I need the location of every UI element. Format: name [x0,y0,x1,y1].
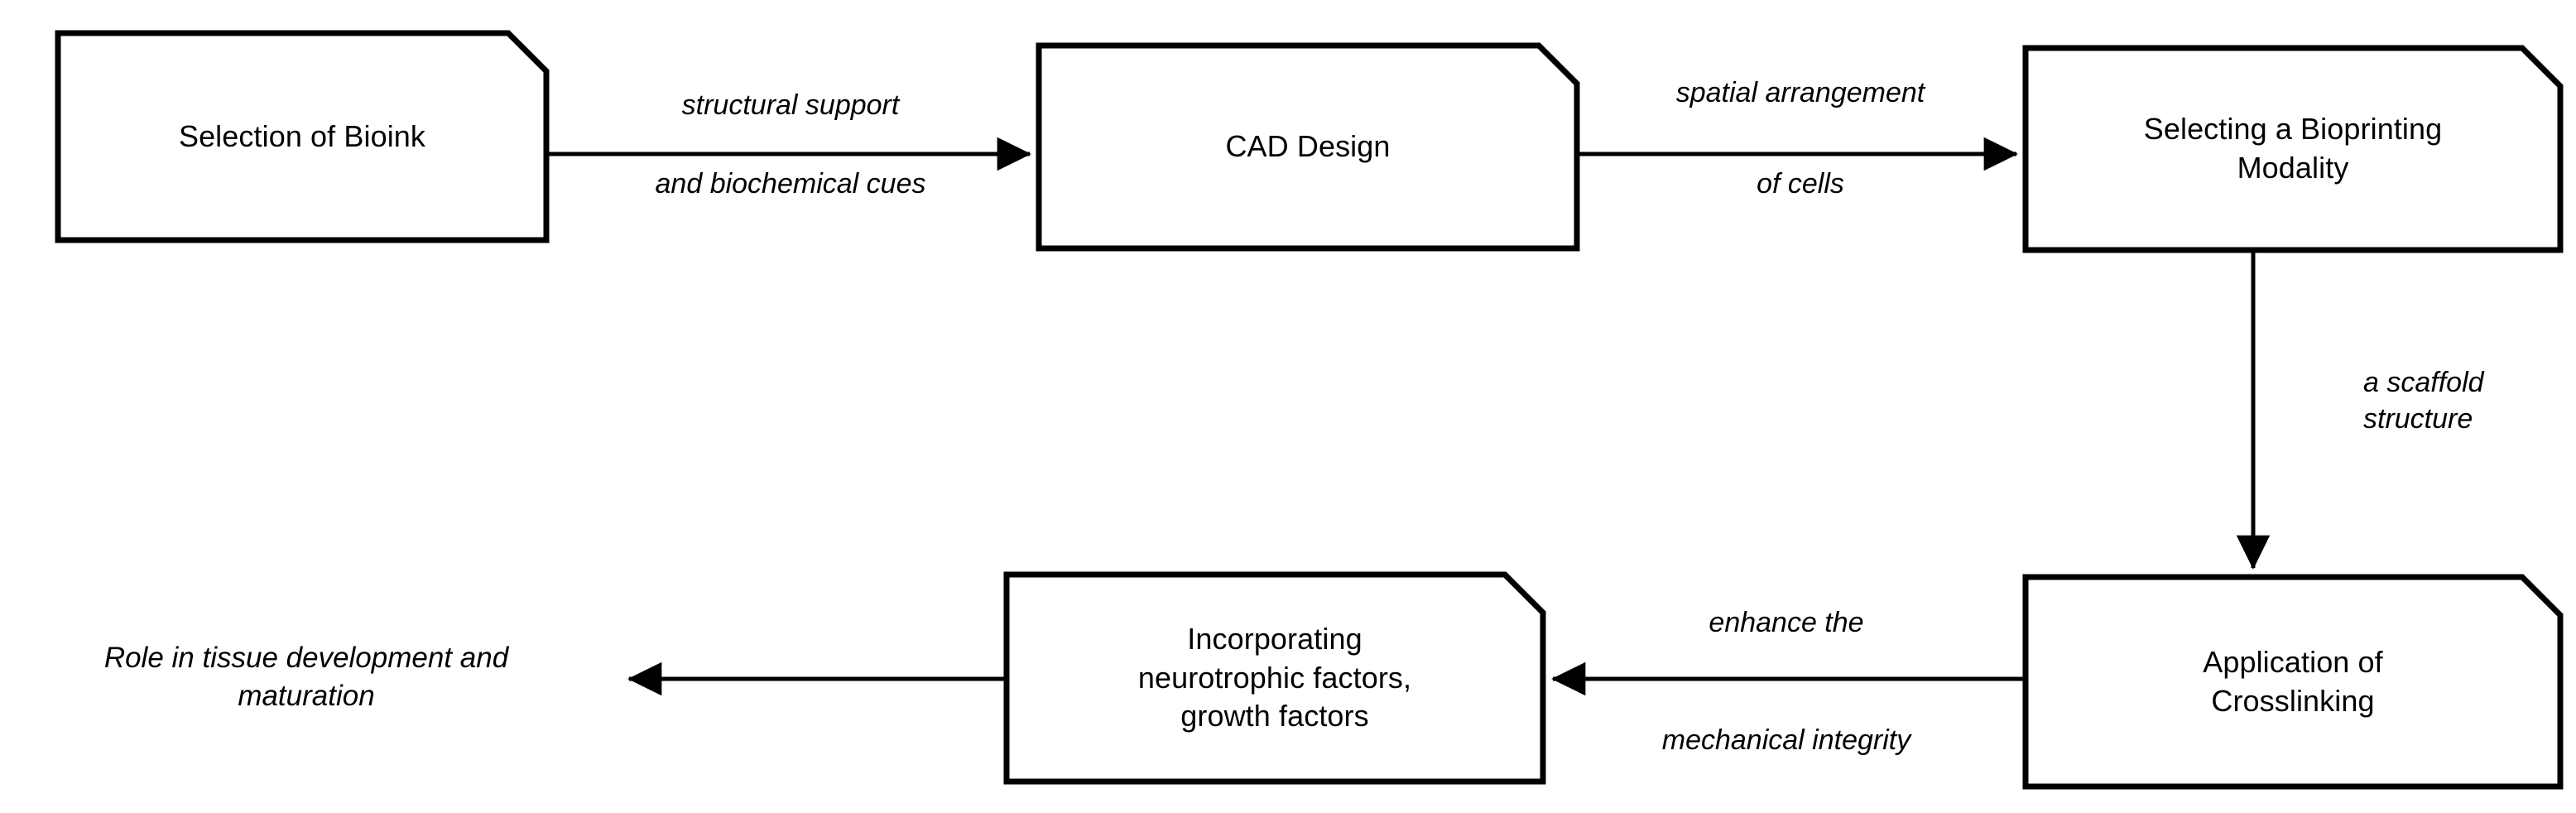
edge-label-mechanical-integrity: mechanical integrity [1661,724,1911,756]
edge-label-of-cells: of cells [1757,168,1844,200]
node-shape-incorporating-factors[interactable] [1003,571,1546,785]
edge-label-and-biochemical-cues: and biochemical cues [655,168,926,200]
node-shape-application-of-crosslinking[interactable] [2022,574,2564,790]
edge-label-a-scaffold-structure: a scaffold structure [2363,367,2484,435]
node-label-incorporating-factors: Incorporating neurotrophic factors, grow… [1137,621,1412,734]
node-incorporating-factors[interactable]: Incorporating neurotrophic factors, grow… [1007,575,1543,782]
node-shape-selecting-a-bioprinting-modality[interactable] [2022,45,2564,253]
terminal-text-role-in-tissue-development: Role in tissue development and maturatio… [103,642,509,713]
node-label-selection-of-bioink: Selection of Bioink [178,118,426,153]
node-label-selecting-a-bioprinting-modality: Selecting a Bioprinting Modality [2143,112,2443,185]
node-selection-of-bioink[interactable]: Selection of Bioink [58,33,546,240]
node-label-application-of-crosslinking: Application of Crosslinking [2203,644,2383,718]
node-shape-cad-design[interactable] [1036,42,1580,252]
node-cad-design[interactable]: CAD Design [1039,46,1577,248]
edge-label-structural-support: structural support [681,89,900,121]
edge-label-spatial-arrangement: spatial arrangement [1675,77,1925,108]
node-label-cad-design: CAD Design [1225,129,1391,164]
node-selecting-a-bioprinting-modality[interactable]: Selecting a Bioprinting Modality [2026,48,2560,250]
node-application-of-crosslinking[interactable]: Application of Crosslinking [2026,577,2560,787]
edge-label-enhance-the: enhance the [1709,607,1864,638]
